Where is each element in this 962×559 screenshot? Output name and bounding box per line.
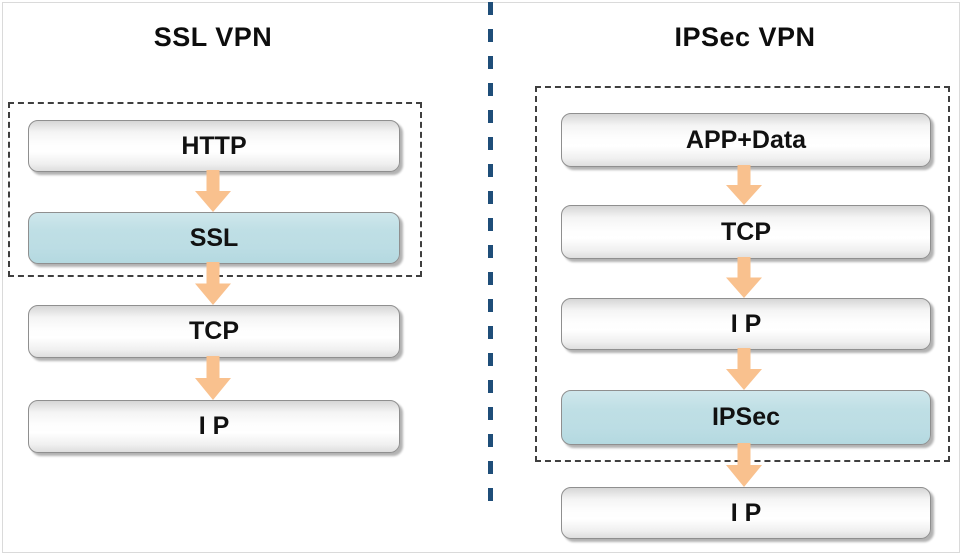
down-arrow-icon xyxy=(194,262,232,305)
ssl-vpn-title: SSL VPN xyxy=(153,22,273,52)
down-arrow-icon xyxy=(725,348,763,390)
layer-label: APP+Data xyxy=(685,125,807,154)
ipsec-vpn-title: IPSec VPN xyxy=(674,22,816,52)
layer-box-ssl: SSL xyxy=(28,212,400,264)
layer-label: SSL xyxy=(189,223,239,252)
layer-label: I P xyxy=(730,498,762,527)
layer-box-ip-left: I P xyxy=(28,400,400,453)
layer-label: TCP xyxy=(721,217,771,246)
down-arrow-icon xyxy=(725,257,763,298)
column-divider-dashed-line xyxy=(488,2,493,502)
layer-label: TCP xyxy=(189,317,239,345)
down-arrow-icon xyxy=(194,170,232,212)
layer-box-app-data: APP+Data xyxy=(561,113,931,167)
layer-label: IPSec xyxy=(711,403,781,431)
layer-box-ipsec: IPSec xyxy=(561,390,931,445)
layer-box-tcp-left: TCP xyxy=(28,305,400,358)
layer-label: I P xyxy=(730,309,762,338)
down-arrow-icon xyxy=(194,356,232,400)
down-arrow-icon xyxy=(725,443,763,487)
layer-label: I P xyxy=(198,412,230,440)
layer-box-tcp-right: TCP xyxy=(561,205,931,259)
layer-label: HTTP xyxy=(181,131,247,160)
layer-box-ip-right-lower: I P xyxy=(561,487,931,539)
down-arrow-icon xyxy=(725,165,763,205)
layer-box-ip-right-upper: I P xyxy=(561,298,931,350)
layer-box-http: HTTP xyxy=(28,120,400,172)
